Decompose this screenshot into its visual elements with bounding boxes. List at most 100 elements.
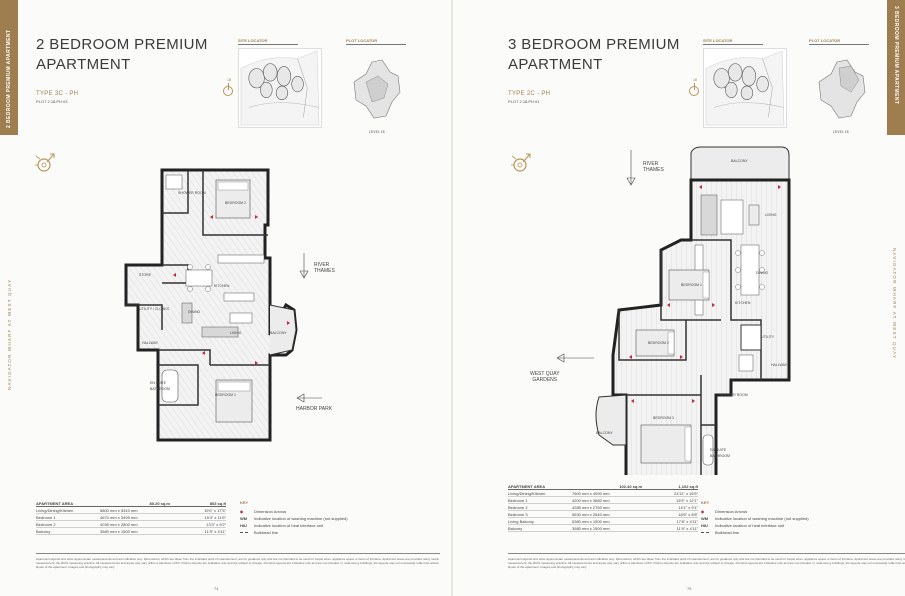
table-cell: 4285 mm x 2760 mm	[572, 504, 610, 510]
site-locator-label: SITE LOCATOR	[703, 38, 763, 45]
room-label: BALCONY	[596, 431, 613, 435]
plot-locator-label: PLOT LOCATOR	[346, 38, 406, 45]
key-symbol: WM	[701, 516, 709, 521]
river-direction-arrow-icon	[626, 150, 636, 186]
table-cell: 15'4" x 11'6"	[204, 514, 226, 520]
key-item: WM Indicative location of washing machine…	[240, 515, 410, 522]
side-tab: 2 BEDROOM PREMIUM APARTMENT	[0, 0, 18, 135]
page-number: 74	[214, 586, 219, 591]
table-cell: 4035 mm x 2800 mm	[100, 521, 138, 527]
north-compass-icon	[511, 153, 531, 172]
floor-plan-3-bedroom	[595, 146, 791, 475]
page-spine	[451, 0, 453, 596]
side-tab: 3 BEDROOM PREMIUM APARTMENT	[887, 0, 905, 135]
table-cell: 13'9" x 12'1"	[676, 497, 698, 503]
river-thames-label: RIVER THAMES	[314, 262, 335, 274]
level-label: LEVEL 18	[369, 130, 385, 134]
table-cell: 17'8" x 4'11"	[676, 518, 698, 524]
north-compass-icon	[35, 153, 55, 172]
table-cell: Bedroom 1	[36, 514, 56, 520]
level-icon	[223, 83, 233, 96]
gardens-direction-arrow-icon	[556, 353, 594, 363]
side-tab-label: 3 BEDROOM PREMIUM APARTMENT	[893, 6, 899, 105]
table-header-cell: 80.20 sq.m	[149, 500, 170, 506]
room-label: LIVING	[765, 213, 777, 217]
table-cell: 5380 mm x 1500 mm	[572, 518, 610, 524]
side-development-name: NAVIGATOR WHARF AT WEST QUAY	[892, 248, 897, 360]
key-item-text: Bulkhead line	[254, 530, 279, 535]
room-label: HALLWAY	[771, 363, 788, 367]
table-cell: 7600 mm x 4990 mm	[572, 490, 610, 496]
room-label: BEDROOM 2	[648, 341, 670, 345]
dimension-arrow-icon: ◆	[701, 509, 705, 514]
park-direction-arrow-icon	[296, 393, 322, 403]
room-label: BEDROOM 1	[215, 393, 237, 397]
level-icon-label: 18	[693, 78, 697, 82]
table-header-cell: 1,102 sq.ft	[678, 483, 698, 489]
table-cell: Bedroom 3	[508, 511, 528, 517]
room-label: STORE	[139, 273, 151, 277]
table-header-cell: APARTMENT AREA	[36, 500, 74, 506]
bulkhead-line-icon	[701, 532, 709, 533]
key-item: Bulkhead line	[701, 529, 871, 536]
floor-plan-2-bedroom	[124, 168, 298, 442]
table-cell: 4670 mm x 3495 mm	[100, 514, 138, 520]
table-header-cell: 863 sq.ft	[209, 500, 226, 506]
room-label: BEDROOM 1	[681, 283, 703, 287]
room-label: HALLWAY	[142, 341, 159, 345]
level-icon-label: 18	[227, 78, 231, 82]
apartment-title: 2 BEDROOM PREMIUM APARTMENT	[36, 36, 208, 73]
footnote: Apartment layouts and sizes approximate …	[508, 553, 905, 570]
apartment-title: 3 BEDROOM PREMIUM APARTMENT	[508, 36, 680, 73]
site-locator-map	[703, 48, 787, 128]
apartment-type: TYPE 3C - PH	[36, 91, 79, 97]
table-cell: Living/Dining/Kitchen	[508, 490, 546, 496]
apartment-type: TYPE 2C - PH	[508, 91, 551, 97]
key-item-text: Dimension Arrows	[254, 509, 287, 514]
room-label: LIVING	[230, 331, 242, 335]
plot-number: PLOT 2.18.PH.03	[36, 99, 68, 104]
plot-locator-label: PLOT LOCATOR	[809, 38, 869, 45]
table-cell: Balcony	[36, 528, 51, 534]
table-cell: 5800 mm x 5310 mm	[100, 507, 138, 513]
west-quay-gardens-label: WEST QUAY GARDENS	[530, 371, 560, 383]
key-item-text: Indicative location of heat interface un…	[254, 523, 324, 528]
room-label: BALCONY	[731, 159, 748, 163]
level-icon	[689, 83, 699, 96]
room-label: UTILITY	[761, 335, 775, 339]
table-cell: Bedroom 2	[508, 504, 528, 510]
room-label: BEDROOM 3	[653, 416, 675, 420]
room-label: BEDROOM 2	[225, 201, 247, 205]
dimension-arrow-icon: ◆	[240, 509, 244, 514]
page-left: 2 BEDROOM PREMIUM APARTMENT NAVIGATOR WH…	[0, 0, 452, 596]
table-cell: 24'11" x 16'5"	[674, 490, 698, 496]
key-symbol: HIU	[701, 523, 708, 528]
site-locator-map	[238, 48, 322, 128]
table-cell: 5630 mm x 2640 mm	[572, 511, 610, 517]
key-symbol: WM	[240, 516, 248, 521]
table-cell: 14'1" x 9'1"	[678, 504, 698, 510]
river-direction-arrow-icon	[299, 253, 309, 279]
table-row: Bedroom 1 4200 mm x 3680 mm 13'9" x 12'1"	[508, 497, 698, 504]
key-symbol: HIU	[240, 523, 247, 528]
table-row: Bedroom 1 4670 mm x 3495 mm 15'4" x 11'6"	[36, 514, 226, 521]
key-title: KEY	[701, 500, 710, 505]
page-number: 75	[687, 586, 692, 591]
table-cell: 18'6" x 8'8"	[678, 511, 698, 517]
table-row: Bedroom 3 5630 mm x 2640 mm 18'6" x 8'8"	[508, 511, 698, 518]
table-cell: 4200 mm x 3680 mm	[572, 497, 610, 503]
apartment-area-table: APARTMENT AREA 80.20 sq.m 863 sq.ft Livi…	[36, 500, 226, 535]
key-item: Bulkhead line	[240, 529, 410, 536]
key-item-text: Dimension Arrows	[715, 509, 748, 514]
level-label: LEVEL 18	[833, 130, 849, 134]
plot-locator-map	[818, 59, 866, 119]
key-item-text: Indicative location of washing machine (…	[254, 516, 348, 521]
table-cell: Bedroom 1	[508, 497, 528, 503]
key-item: ◆ Dimension Arrows	[701, 508, 871, 515]
